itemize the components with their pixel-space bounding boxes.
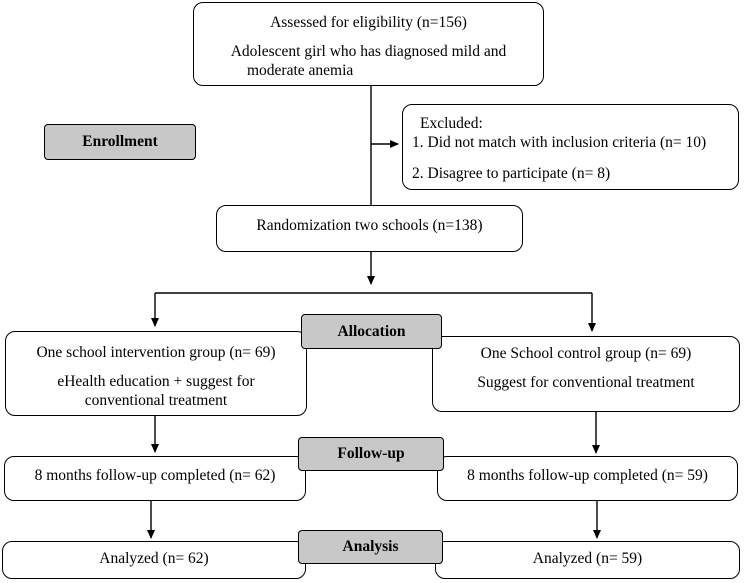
excluded-reason-2: 2. Disagree to participate (n= 8) bbox=[412, 165, 611, 182]
stage-enrollment: Enrollment bbox=[44, 124, 196, 160]
assessed-population-line1: Adolescent girl who has diagnosed mild a… bbox=[230, 43, 507, 60]
stage-allocation: Allocation bbox=[301, 314, 442, 349]
randomization-label: Randomization two schools (n=138) bbox=[256, 217, 483, 234]
excluded-box: Excluded: 1. Did not match with inclusio… bbox=[402, 104, 739, 190]
stage-followup-label: Follow-up bbox=[337, 445, 405, 462]
intervention-group-description-line1: eHealth education + suggest for bbox=[57, 373, 255, 390]
control-group-box: One School control group (n= 69) Suggest… bbox=[432, 336, 740, 412]
followup-right-count: 8 months follow-up completed (n= 59) bbox=[467, 467, 708, 484]
control-group-count: One School control group (n= 69) bbox=[480, 345, 692, 362]
followup-left-count: 8 months follow-up completed (n= 62) bbox=[34, 467, 276, 484]
stage-analysis: Analysis bbox=[298, 530, 443, 564]
assessed-count: Assessed for eligibility (n=156) bbox=[270, 14, 467, 31]
randomization-box: Randomization two schools (n=138) bbox=[216, 205, 523, 252]
assessed-population-line2: moderate anemia bbox=[247, 62, 354, 79]
followup-right-box: 8 months follow-up completed (n= 59) bbox=[437, 456, 738, 501]
intervention-group-box: One school intervention group (n= 69) eH… bbox=[5, 331, 307, 416]
assessed-box: Assessed for eligibility (n=156) Adolesc… bbox=[193, 2, 544, 86]
control-group-description: Suggest for conventional treatment bbox=[477, 374, 695, 391]
stage-analysis-label: Analysis bbox=[342, 538, 399, 555]
followup-left-box: 8 months follow-up completed (n= 62) bbox=[4, 456, 306, 501]
excluded-reason-1: 1. Did not match with inclusion criteria… bbox=[412, 134, 707, 151]
intervention-group-count: One school intervention group (n= 69) bbox=[36, 344, 276, 361]
stage-allocation-label: Allocation bbox=[337, 322, 406, 340]
stage-followup: Follow-up bbox=[298, 437, 444, 471]
stage-enrollment-label: Enrollment bbox=[82, 133, 158, 150]
analysis-right-box: Analyzed (n= 59) bbox=[435, 541, 740, 579]
excluded-title: Excluded: bbox=[420, 115, 483, 132]
analysis-left-count: Analyzed (n= 62) bbox=[99, 550, 209, 567]
analysis-right-count: Analyzed (n= 59) bbox=[532, 550, 643, 567]
intervention-group-description-line2: conventional treatment bbox=[84, 392, 228, 409]
analysis-left-box: Analyzed (n= 62) bbox=[2, 541, 306, 579]
